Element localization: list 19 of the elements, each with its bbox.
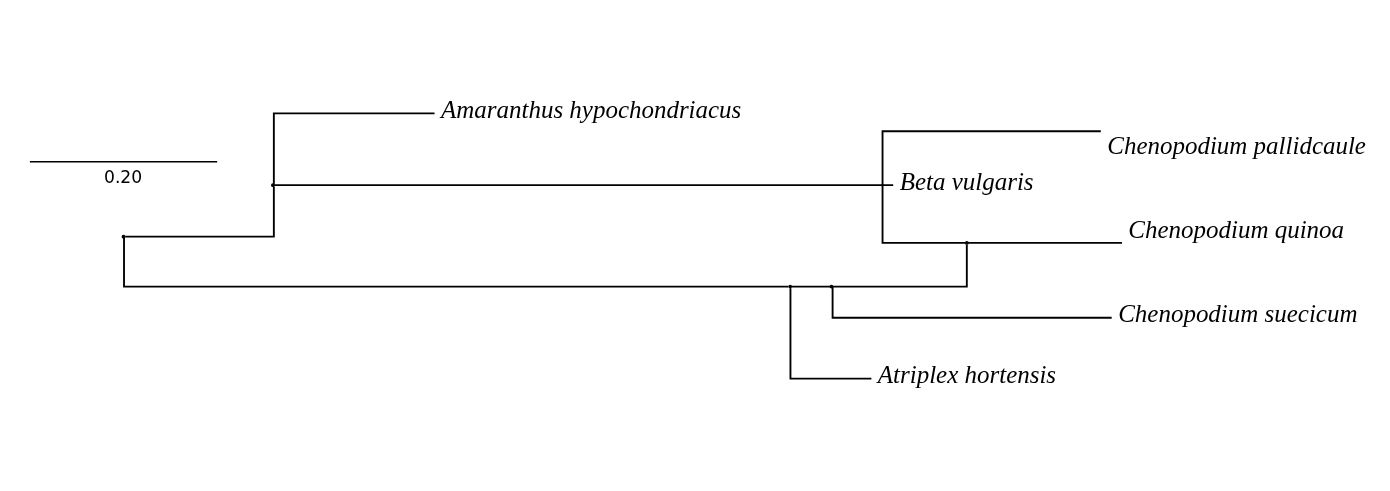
node-point [829, 284, 834, 288]
node-point [121, 234, 126, 239]
node-text: Amaranthus hypochondriacus [441, 95, 742, 123]
connector [124, 184, 275, 238]
node-text: Chenopodium quinoa [1128, 215, 1345, 243]
connector [272, 111, 436, 185]
label: 0.20 [104, 166, 143, 187]
node-point [964, 240, 969, 245]
node-text: Atriplex hortensis [877, 360, 1057, 388]
node-point [271, 182, 275, 187]
connector [832, 243, 968, 287]
node-point [788, 284, 793, 288]
connector [123, 236, 790, 287]
node-text: Chenopodium suecicum [1118, 299, 1358, 327]
connector [881, 129, 1102, 244]
connector [967, 241, 1123, 244]
node-text: Chenopodium pallidcaule [1107, 131, 1366, 159]
connector [273, 183, 895, 186]
node-text: Beta vulgaris [899, 167, 1034, 194]
